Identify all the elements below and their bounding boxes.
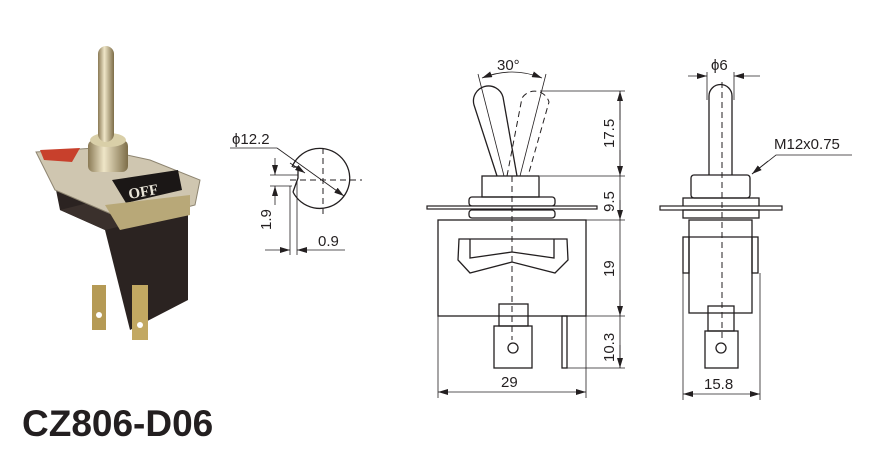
dim-thread: M12x0.75 xyxy=(774,136,840,153)
svg-text:OFF: OFF xyxy=(127,182,159,203)
mounting-hole-drawing: ϕ12.2 1.9 0.9 xyxy=(230,131,362,255)
dim-lever-diameter: ϕ6 xyxy=(711,57,728,74)
lever-side xyxy=(708,83,733,175)
dim-key-height: 1.9 xyxy=(258,209,275,230)
model-title: CZ806-D06 xyxy=(22,403,213,444)
terminal xyxy=(493,325,533,369)
on-label xyxy=(40,148,80,162)
mounting-hole-outline xyxy=(291,147,351,210)
dim-body-depth: 15.8 xyxy=(704,376,733,393)
dim-lever-angle: 30° xyxy=(497,57,520,74)
switch-body-side xyxy=(688,219,753,314)
front-view-drawing: 30° 17.5 9.5 19 10.3 29 xyxy=(426,57,625,398)
side-view-drawing: ϕ6 M12x0.75 15.8 xyxy=(659,57,852,400)
lever-on xyxy=(472,85,518,177)
dim-hole-diameter: ϕ12.2 xyxy=(232,131,270,148)
product-photo: OFF xyxy=(35,46,201,340)
dim-body-width: 29 xyxy=(501,374,518,391)
dim-key-width: 0.9 xyxy=(318,233,339,250)
dim-bushing-height: 9.5 xyxy=(601,191,618,212)
lever-off xyxy=(506,90,550,177)
dim-body-height: 19 xyxy=(601,260,618,277)
dim-terminal-length: 10.3 xyxy=(601,333,618,362)
dim-lever-height: 17.5 xyxy=(601,119,618,148)
off-label xyxy=(112,170,182,203)
